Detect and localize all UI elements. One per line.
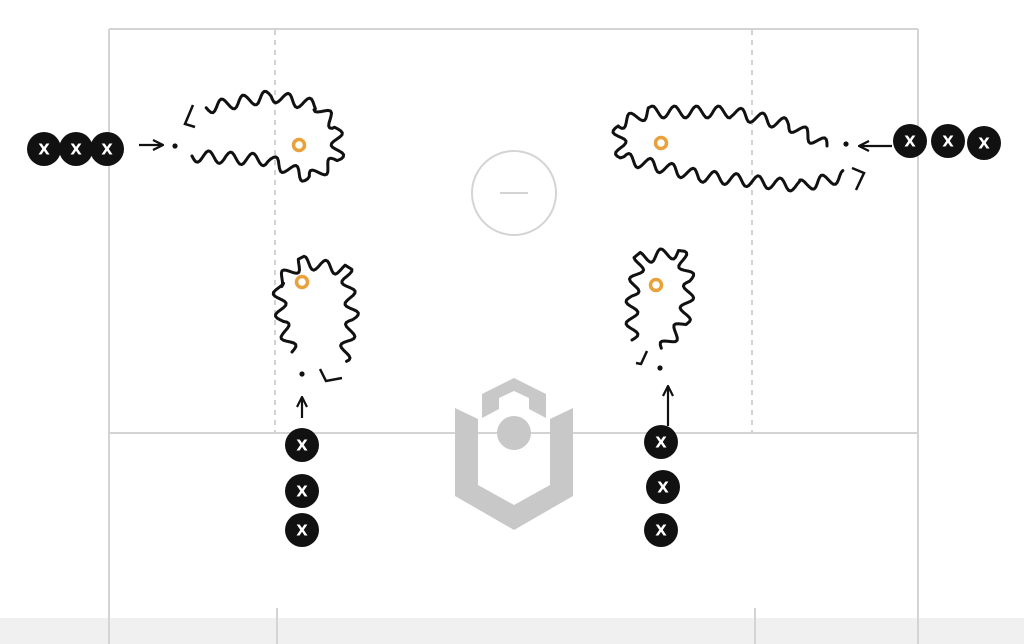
players: X X X X X X X X X X X X xyxy=(27,124,1001,547)
dribble-path-bottom-right xyxy=(624,247,696,350)
player-label: X xyxy=(38,141,50,159)
center-circle xyxy=(471,150,557,236)
player-label: X xyxy=(978,135,990,153)
player-marker-bottom-left-line: X xyxy=(285,513,319,547)
player-circle xyxy=(644,513,678,547)
bracket-top-right xyxy=(851,166,866,191)
player-marker-bottom-right-line: X xyxy=(644,513,678,547)
player-label: X xyxy=(101,141,113,159)
player-circle xyxy=(967,126,1001,160)
bottom-band xyxy=(0,618,1024,644)
player-marker-top-right-line: X xyxy=(931,124,965,158)
cone-bottom-right xyxy=(648,277,664,293)
dribble-path-top-left xyxy=(190,89,346,183)
approach-arrows xyxy=(139,145,892,426)
player-circle xyxy=(646,470,680,504)
cone-top-right xyxy=(653,135,669,151)
player-circle xyxy=(893,124,927,158)
player-label: X xyxy=(296,483,308,501)
dribble-paths xyxy=(190,89,845,363)
player-marker-bottom-left-line: X xyxy=(285,474,319,508)
player-marker-bottom-left-line: X xyxy=(285,428,319,462)
start-points xyxy=(172,141,849,377)
end-brackets xyxy=(183,104,866,383)
player-marker-top-left-line: X xyxy=(59,132,93,166)
dribble-path-bottom-left xyxy=(271,254,360,363)
dribble-path-top-right xyxy=(611,104,845,193)
player-label: X xyxy=(942,133,954,151)
player-circle xyxy=(644,425,678,459)
player-circle xyxy=(285,513,319,547)
dashed-wing-lines xyxy=(274,30,753,432)
player-marker-bottom-right-line: X xyxy=(646,470,680,504)
bracket-bottom-right xyxy=(635,350,649,366)
bracket-top-left xyxy=(183,104,196,129)
player-circle xyxy=(285,428,319,462)
player-label: X xyxy=(296,437,308,455)
player-circle xyxy=(285,474,319,508)
player-label: X xyxy=(657,479,669,497)
player-label: X xyxy=(296,522,308,540)
player-circle xyxy=(59,132,93,166)
watermark-logo-icon xyxy=(455,378,573,530)
start-dot-top-left xyxy=(172,143,178,149)
cone-bottom-left xyxy=(294,274,310,290)
player-circle xyxy=(27,132,61,166)
player-marker-top-left-line: X xyxy=(90,132,124,166)
player-label: X xyxy=(904,133,916,151)
player-label: X xyxy=(655,434,667,452)
player-circle xyxy=(90,132,124,166)
player-marker-bottom-right-line: X xyxy=(644,425,678,459)
cones xyxy=(291,135,669,293)
player-marker-top-left-line: X xyxy=(27,132,61,166)
bracket-bottom-left xyxy=(318,368,343,383)
player-label: X xyxy=(655,522,667,540)
player-marker-top-right-line: X xyxy=(893,124,927,158)
start-dot-top-right xyxy=(843,141,849,147)
player-label: X xyxy=(70,141,82,159)
field-lines xyxy=(108,28,919,644)
start-dot-bottom-left xyxy=(299,371,305,377)
start-dot-bottom-right xyxy=(657,365,663,371)
player-marker-top-right-line: X xyxy=(967,126,1001,160)
cone-top-left xyxy=(291,137,307,153)
player-circle xyxy=(931,124,965,158)
